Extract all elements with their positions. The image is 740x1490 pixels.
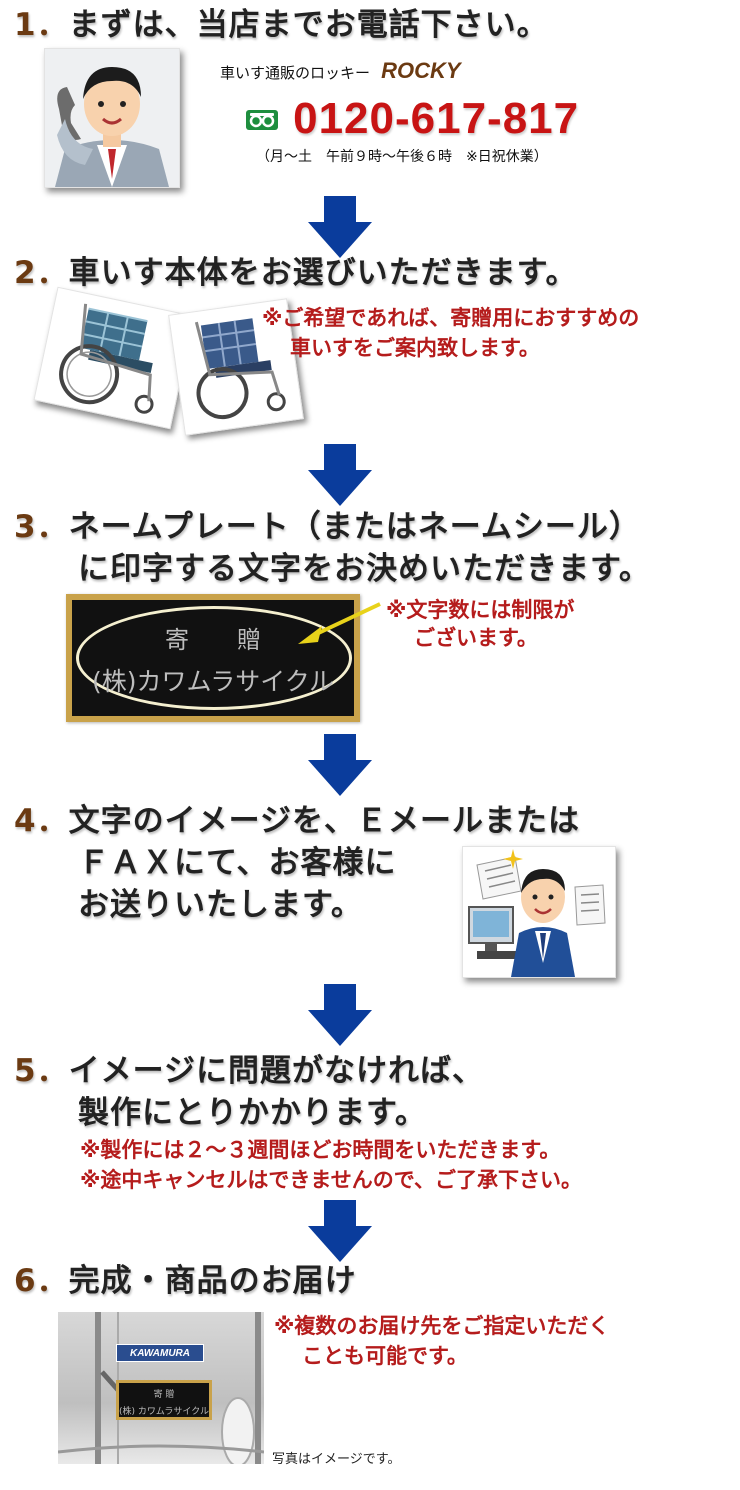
name-plate-sample: 寄 贈 (株)カワムラサイクル [66,594,360,722]
mounted-plate-text-1: 寄 贈 [153,1390,175,1400]
step3-title-line2: に印字する文字をお決めいただきます。 [78,551,651,587]
step4-title-line1: 4．文字のイメージを、Ｅメールまたは [14,802,580,840]
step5-title-line1: 5．イメージに問題がなければ、 [14,1052,484,1090]
operator-illustration [44,48,180,188]
free-dial-icon [246,109,278,134]
step3-note-line1: ※文字数には制限が [386,598,575,622]
step2-note-line1: ※ご希望であれば、寄贈用におすすめの [262,306,640,330]
business-hours: （月～土 午前９時～午後６時 ※日祝休業） [256,149,548,165]
down-arrow-icon [308,196,372,258]
step6-title: 6．完成・商品のお届け [14,1262,357,1300]
step6-number: 6． [14,1263,69,1299]
step6-note-line2: ことも可能です。 [302,1344,468,1368]
step2-number: 2． [14,255,69,291]
wheelchair-photo-2 [168,298,304,436]
name-plate-face: 寄 贈 (株)カワムラサイクル [72,600,354,716]
step2-title-text: 車いす本体をお選びいただきます。 [68,255,578,291]
name-plate-highlight-ellipse [76,606,352,710]
photo-caption: 写真はイメージです。 [272,1452,401,1467]
wheelchair-back-icon [58,1312,264,1464]
mounted-name-plate: 寄 贈 (株) カワムラサイクル [116,1380,212,1420]
shop-name-line: 車いす通販のロッキー ROCKY [220,58,461,84]
pointer-arrow-icon [298,602,381,644]
phone-operator-icon [55,67,169,187]
down-arrow-icon [308,734,372,796]
step2-note-line2: 車いすをご案内致します。 [290,336,540,360]
delivered-product-photo: KAWAMURA 寄 贈 (株) カワムラサイクル [58,1312,264,1464]
step5-note-line1: ※製作には２～３週間ほどお時間をいただきます。 [80,1138,561,1162]
shop-label: 車いす通販のロッキー [220,64,371,82]
step5-title-line2: 製作にとりかかります。 [78,1095,427,1131]
step1-number: 1． [14,7,69,43]
step4-title-line2: ＦＡＸにて、お客様に [78,845,397,881]
step3-number: 3． [14,509,69,545]
step5-title-text-1: イメージに問題がなければ、 [68,1053,484,1089]
step5-note-line2: ※途中キャンセルはできませんので、ご了承下さい。 [80,1168,582,1192]
step3-title-line1: 3．ネームプレート（またはネームシール） [14,508,641,546]
down-arrow-icon [308,444,372,506]
phone-number[interactable]: 0120-617-817 [293,94,580,143]
step4-title-text-1: 文字のイメージを、Ｅメールまたは [68,803,580,839]
step4-title-line3: お送りいたします。 [78,887,363,923]
step3-title-text-1: ネームプレート（またはネームシール） [68,509,641,545]
mounted-plate-text-2: (株) カワムラサイクル [119,1407,209,1417]
phone-line: 0120-617-817 [246,94,579,144]
step1-title: 1．まずは、当店までお電話下さい。 [14,6,549,44]
down-arrow-icon [308,984,372,1046]
wheelchair-photo-1 [33,286,195,430]
businessman-illustration [462,846,616,978]
brand-label-kawamura: KAWAMURA [116,1344,204,1362]
step4-number: 4． [14,803,69,839]
step1-title-text: まずは、当店までお電話下さい。 [68,7,549,43]
step6-note-line1: ※複数のお届け先をご指定いただく [274,1314,610,1338]
name-plate-text-2: (株)カワムラサイクル [91,667,334,696]
name-plate-text-1: 寄 贈 [165,626,261,654]
step6-title-text: 完成・商品のお届け [68,1263,357,1299]
down-arrow-icon [308,1200,372,1262]
step3-note-line2: ございます。 [414,626,538,650]
wheelchair-icon [194,318,286,420]
wheelchair-icon [59,303,154,414]
step5-number: 5． [14,1053,69,1089]
step2-title: 2．車いす本体をお選びいただきます。 [14,254,577,292]
businessman-with-documents-icon [468,849,606,977]
shop-brand: ROCKY [381,58,461,83]
